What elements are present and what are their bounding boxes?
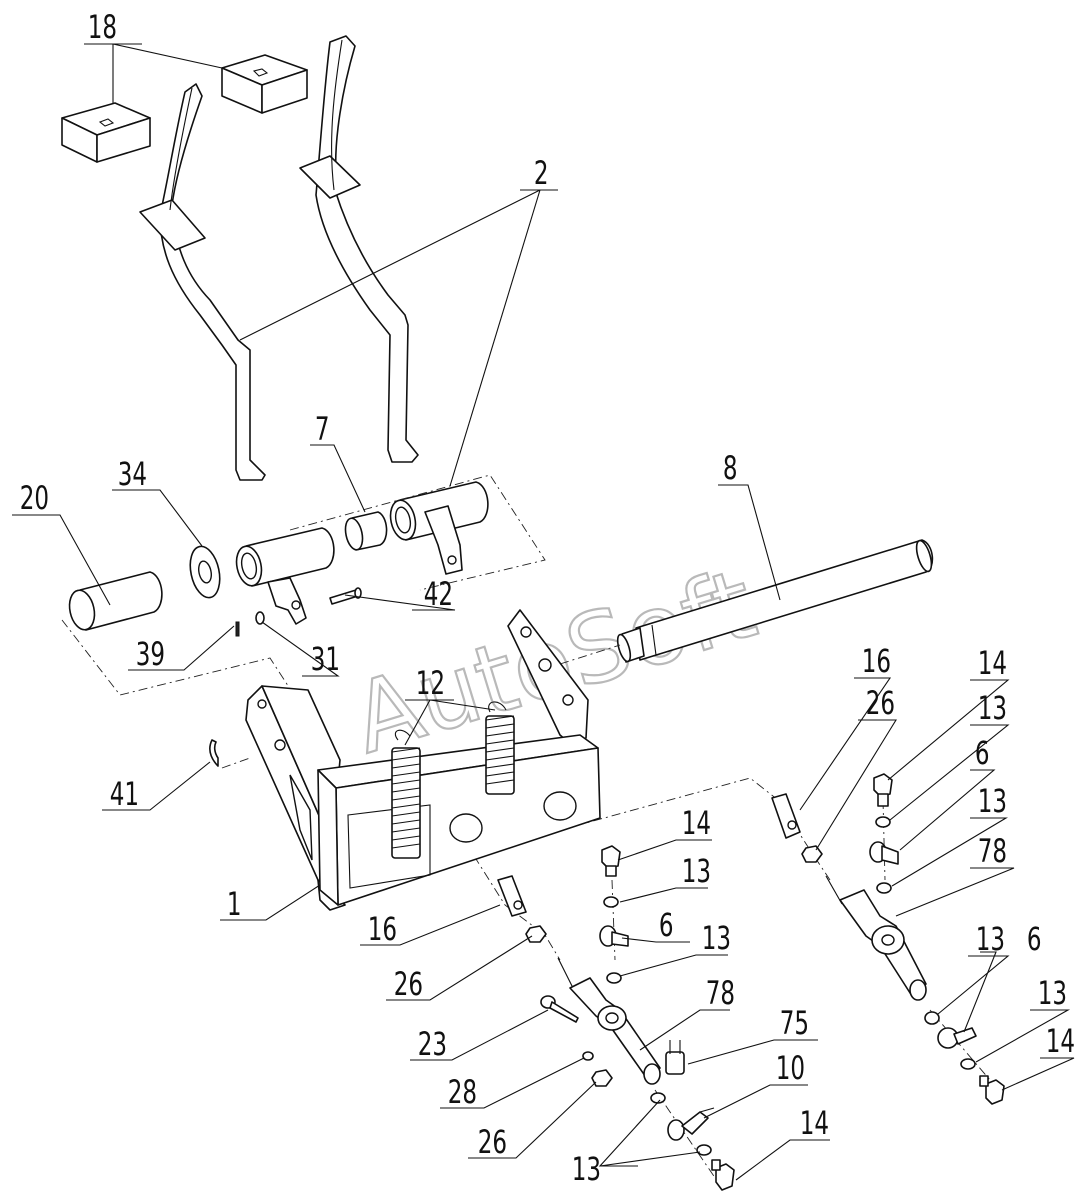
- pedal-arm-right: [299, 35, 419, 463]
- spring-left: [391, 729, 421, 859]
- pedal-arm-left: [139, 83, 266, 481]
- callout-42: 42: [424, 575, 453, 613]
- callout-7: 7: [315, 410, 330, 448]
- pedal-pad-right: [221, 54, 308, 114]
- sleeve-20: [68, 571, 163, 631]
- callout-16-left: 16: [368, 910, 397, 948]
- elbow-fitting-10: [667, 1107, 715, 1141]
- fitting-6-left: [599, 925, 629, 947]
- callout-2: 2: [534, 154, 549, 192]
- master-cylinder-78-right: [825, 875, 927, 1001]
- callout-78-left: 78: [706, 974, 735, 1012]
- bushing-7: [344, 511, 388, 551]
- callout-12: 12: [416, 664, 445, 702]
- callout-8: 8: [723, 449, 738, 487]
- bolt-14-right-lower: [979, 1075, 1005, 1105]
- callout-6-right-upper: 6: [975, 734, 990, 772]
- callout-13-right-a: 13: [978, 689, 1007, 727]
- callout-6-right-lower: 6: [1027, 920, 1042, 958]
- callout-14-right-upper: 14: [978, 644, 1007, 682]
- pedal-pad-left: [61, 102, 151, 163]
- cotter-pin-41: [209, 739, 219, 767]
- callout-10: 10: [776, 1049, 805, 1087]
- spring-right: [485, 701, 515, 795]
- nut-26-left-lower: [591, 1069, 613, 1087]
- assembly-axis-fittings-b: [882, 799, 886, 881]
- switch-75: [665, 1040, 685, 1075]
- assembly-axis-upper: [61, 619, 321, 736]
- callout-14-right-lower: 14: [1046, 1022, 1075, 1060]
- fitting-6-right-lower: [937, 1027, 977, 1049]
- bolt-14-left-lower: [711, 1159, 735, 1191]
- assembly-axis-fittings-d: [654, 1089, 721, 1186]
- clevis-16-left: [497, 875, 527, 917]
- bolt-23: [540, 995, 579, 1023]
- callout-31: 31: [311, 640, 340, 678]
- assembly-axis-fittings-c: [929, 1009, 991, 1081]
- callout-16-right: 16: [862, 642, 891, 680]
- callout-39: 39: [136, 635, 165, 673]
- callout-28: 28: [448, 1073, 477, 1111]
- callout-14-left-lower: 14: [800, 1104, 829, 1142]
- washer-13-left-b: [606, 972, 622, 984]
- washer-28: [582, 1051, 594, 1061]
- callout-1: 1: [227, 885, 242, 923]
- callout-13-right-d: 13: [1038, 974, 1067, 1012]
- callout-13-right-b: 13: [978, 782, 1007, 820]
- callout-14-left-upper: 14: [682, 804, 711, 842]
- shaft-8: [616, 539, 934, 663]
- callout-13-left-a: 13: [682, 852, 711, 890]
- leader-lines: [12, 43, 1075, 1181]
- washer-13-left-d: [696, 1144, 712, 1156]
- assembly-axis-left-cylinder: [463, 839, 561, 961]
- washer-13-right-a: [875, 816, 891, 828]
- callout-23: 23: [418, 1025, 447, 1063]
- pedal-hub-left: [235, 527, 335, 625]
- callout-41: 41: [110, 775, 139, 813]
- callout-6-left: 6: [659, 906, 674, 944]
- assembly-axis-shaft: [559, 644, 621, 665]
- nut-26-right: [801, 845, 823, 863]
- callout-18: 18: [88, 8, 117, 46]
- washer-13-left-a: [603, 896, 619, 908]
- callout-13-left-b: 13: [702, 919, 731, 957]
- washer-34: [189, 545, 221, 599]
- callout-labels: 18 2 7 8 34 20 42 39 31 12 41 1 16 26 23…: [20, 8, 1075, 1188]
- assembly-axis-hub: [289, 474, 546, 591]
- clevis-16-right: [771, 793, 801, 839]
- callout-26-left-upper: 26: [394, 965, 423, 1003]
- master-cylinder-78-left: [557, 957, 661, 1085]
- callout-26-left-lower: 26: [478, 1123, 507, 1161]
- washer-31: [255, 611, 265, 625]
- washer-13-right-c: [924, 1011, 940, 1025]
- washer-13-right-d: [960, 1058, 976, 1070]
- fitting-6-right-upper: [869, 841, 899, 865]
- bolt-14-left-upper: [601, 845, 621, 877]
- callout-34: 34: [118, 455, 147, 493]
- pedal-hub-right: [389, 481, 489, 575]
- assembly-axis-fittings-a: [611, 879, 616, 961]
- callout-20: 20: [20, 479, 49, 517]
- washer-13-right-b: [876, 882, 892, 894]
- callout-13-right-c: 13: [976, 920, 1005, 958]
- nut-26-left-upper: [525, 925, 547, 943]
- pin-42: [329, 587, 362, 605]
- assembly-axis-clip: [221, 757, 251, 769]
- cotter-pin-39: [235, 621, 240, 637]
- bolt-14-right-upper: [873, 773, 893, 807]
- callout-26-right: 26: [866, 684, 895, 722]
- callout-13-left-c: 13: [572, 1150, 601, 1188]
- callout-78-right: 78: [978, 832, 1007, 870]
- callout-75: 75: [780, 1004, 809, 1042]
